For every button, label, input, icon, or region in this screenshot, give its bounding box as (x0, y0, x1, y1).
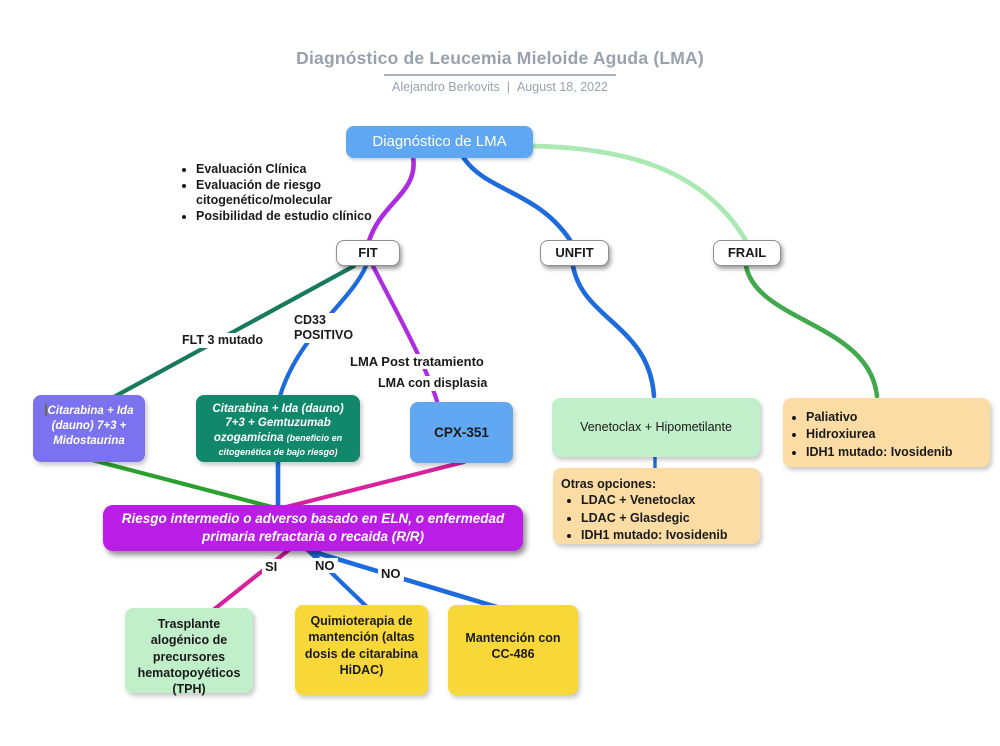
edge-frail-paliativo (743, 263, 880, 399)
edge-label-lma-con-displasia: LMA con displasia (375, 376, 491, 391)
frail-option: Paliativo (806, 409, 982, 426)
node-frail-options: Paliativo Hidroxiurea IDH1 mutado: Ivosi… (783, 398, 990, 467)
edge-fit-flt3-midostaurina (109, 263, 357, 401)
node-riesgo-eln: Riesgo intermedio o adverso basado en EL… (103, 505, 523, 551)
node-cpx-351: CPX-351 (410, 402, 513, 463)
otra-opcion: IDH1 mutado: Ivosidenib (581, 527, 752, 544)
edge-riesgo-cc486 (311, 549, 513, 614)
node-otras-opciones: Otras opciones: LDAC + Venetoclax LDAC +… (553, 468, 760, 544)
author-name: Alejandro Berkovits (392, 80, 500, 94)
checklist-item: Posibilidad de estudio clínico (196, 209, 383, 225)
cd33-line1: CD33 (294, 313, 326, 327)
edge-diagnostico-fit (366, 154, 416, 244)
node-citarabina-midostaurina: Citarabina + Ida (dauno) 7+3 + Midostaur… (33, 395, 145, 462)
node-quimioterapia-mantencion: Quimioterapia de mantención (altas dosis… (295, 605, 428, 695)
checklist-item: Evaluación Clínica (196, 162, 383, 178)
edge-cpx351-riesgo (283, 459, 467, 510)
node-frail: FRAIL (713, 240, 781, 266)
node-text: Citarabina + Ida (dauno) 7+3 + Gemtuzuma… (212, 403, 344, 444)
node-citarabina-gemtuzumab: Citarabina + Ida (dauno) 7+3 + Gemtuzuma… (196, 395, 360, 462)
node-diagnostico-lma: Diagnóstico de LMA (346, 126, 533, 158)
subtitle-separator: | (506, 80, 510, 94)
edge-label-flt3-mutado: FLT 3 mutado (179, 333, 267, 348)
edge-label-no-2: NO (378, 566, 404, 582)
cd33-line2: POSITIVO (294, 327, 354, 342)
frail-option: IDH1 mutado: Ivosidenib (806, 444, 982, 461)
otra-opcion: LDAC + Venetoclax (581, 492, 752, 509)
node-tph: Trasplante alogénico de precursores hema… (125, 608, 253, 696)
edge-diagnostico-unfit (460, 154, 573, 243)
frail-option: Hidroxiurea (806, 426, 982, 443)
edge-label-lma-post-tratamiento: LMA Post tratamiento (347, 354, 487, 370)
edge-unfit-venetoclax (570, 263, 657, 399)
edge-label-no-1: NO (312, 558, 338, 574)
edge-diagnostico-frail (530, 143, 748, 242)
edge-label-cd33-positivo: CD33 POSITIVO (291, 313, 357, 343)
text-cursor (44, 404, 47, 416)
page-title: Diagnóstico de Leucemia Mieloide Aguda (… (296, 48, 704, 68)
edge-label-si: SI (262, 559, 281, 575)
node-mantencion-cc486: Mantención con CC-486 (448, 605, 578, 695)
node-text: Citarabina + Ida (dauno) 7+3 + Midostaur… (47, 405, 134, 447)
checklist-item: Evaluación de riesgo citogenético/molecu… (196, 178, 383, 209)
node-note: (beneficio en citogenética de bajo riesg… (218, 432, 343, 458)
intro-checklist: Evaluación Clínica Evaluación de riesgo … (181, 162, 383, 225)
otras-opciones-title: Otras opciones: (561, 477, 657, 491)
node-unfit: UNFIT (540, 240, 609, 266)
node-venetoclax-hipometilante: Venetoclax + Hipometilante (552, 398, 760, 457)
date-text: August 18, 2022 (516, 80, 608, 94)
node-fit: FIT (336, 240, 400, 266)
page-subtitle: Alejandro Berkovits | August 18, 2022 (0, 74, 1000, 94)
edge-midostaurina-riesgo (89, 457, 275, 510)
otra-opcion: LDAC + Glasdegic (581, 510, 752, 527)
